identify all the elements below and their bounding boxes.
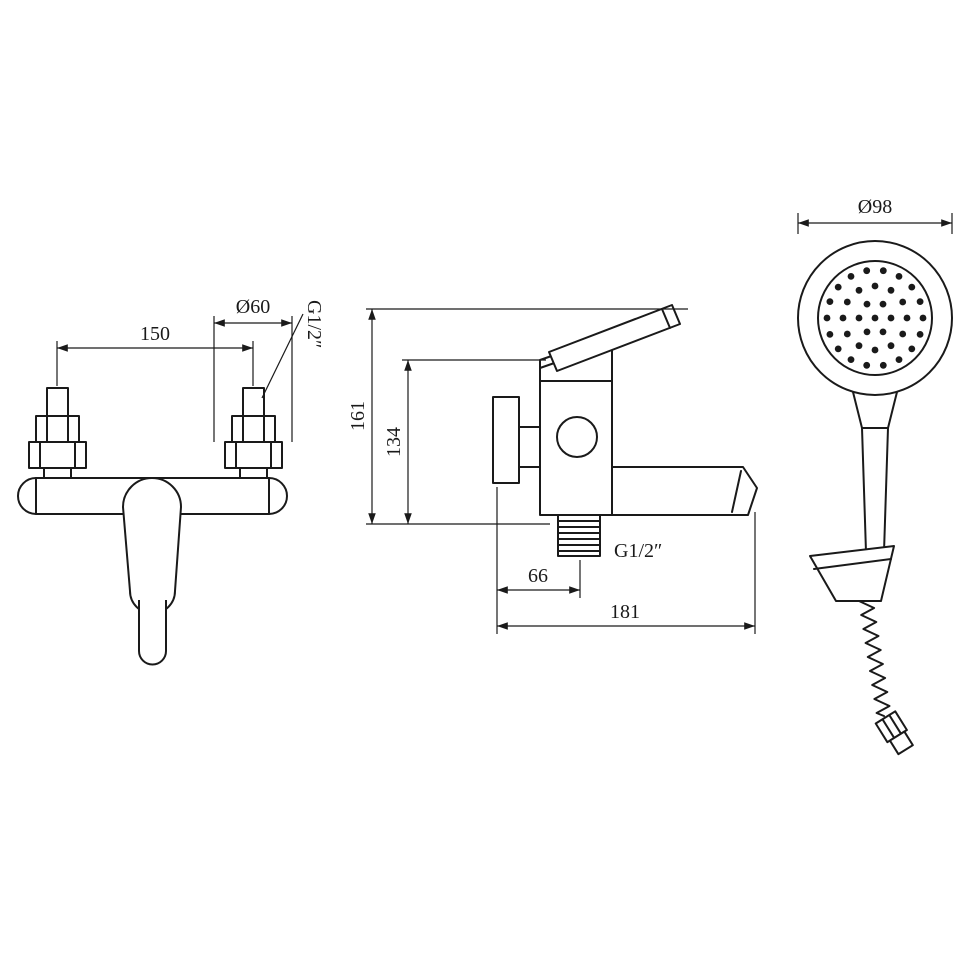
front-left-mount [28,387,87,479]
shower-handle [852,391,898,553]
dim-134-label: 134 [383,427,405,457]
shower-spray-dots [823,267,927,369]
shower-dimension: Ø98 [797,196,953,234]
side-lever [548,304,681,372]
front-handle [122,477,182,666]
dim-g12-side-label: G1/2″ [614,540,662,562]
side-outlet [557,514,601,557]
side-dimensions: 161 134 66 181 G1/2″ [347,308,756,634]
side-view: 161 134 66 181 G1/2″ [347,304,758,634]
hand-shower-view: Ø98 [797,196,953,756]
dim-66-label: 66 [528,565,548,587]
shower-hose-fitting [874,710,914,756]
dim-161-label: 161 [347,401,369,431]
side-escutcheon [492,396,541,484]
dim-g12-front-label: G1/2″ [303,300,325,348]
shower-hose [858,600,891,717]
front-view: 150 Ø60 G1/2″ [17,296,325,666]
dim-d60-label: Ø60 [236,296,270,318]
shower-holder [809,545,895,602]
side-pivot-circle [556,416,598,458]
dim-150-label: 150 [140,323,170,345]
front-dimensions: 150 Ø60 G1/2″ [56,296,325,442]
side-spout [611,466,758,516]
dim-d98-label: Ø98 [858,196,892,218]
dim-181-label: 181 [610,601,640,623]
shower-head [797,240,953,396]
front-right-mount [224,387,283,479]
